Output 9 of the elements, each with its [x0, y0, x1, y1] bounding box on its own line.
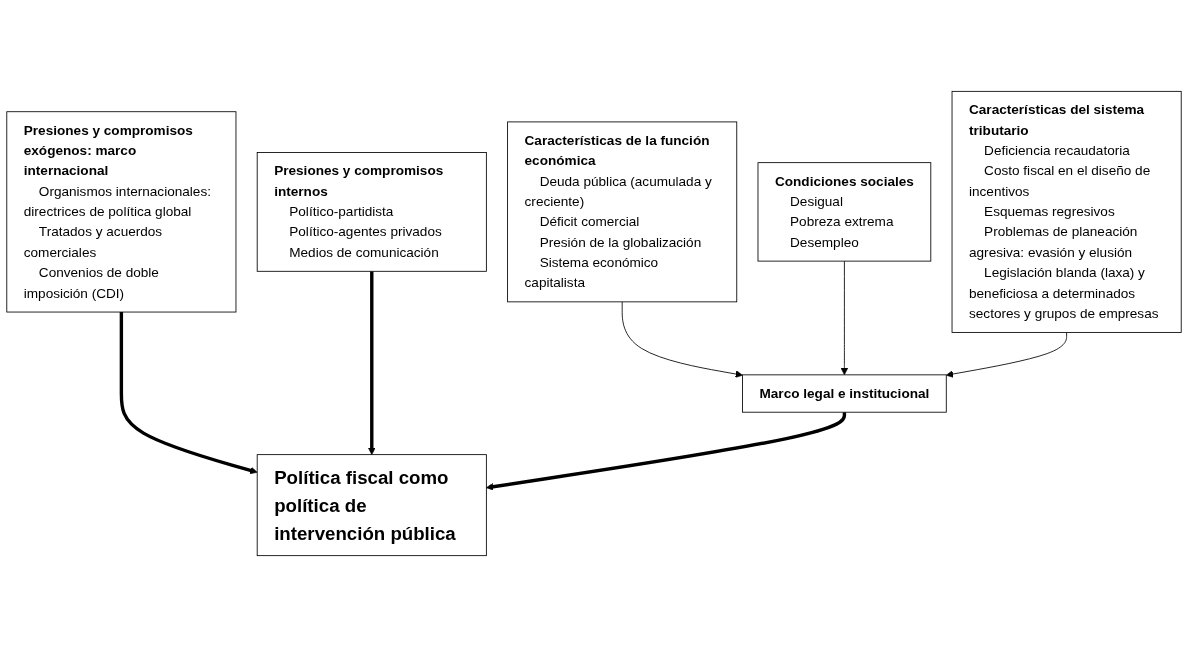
arrow — [119, 312, 258, 475]
node-box: Presiones y compromisos exógenos: marco internacional Organismos internacionales: directrices de política global Tratados y acuerdos comerciales Convenios de doble imposición (CDI) — [6, 111, 237, 313]
node-box: Presiones y compromisos internos Político-partidista Político-agentes privados Medios de comunicación — [256, 152, 487, 272]
node-box: Condiciones sociales Desigual Pobreza extrema Desempleo — [757, 162, 932, 262]
arrow — [368, 271, 376, 455]
node-box: Características de la función económica Deuda pública (acumulada y creciente) Déficit comercial Presión de la globalización Sistema económico capitalista — [507, 121, 738, 303]
node-box: Características del sistema tributario Deficiencia recaudatoria Costo fiscal en el diseño de incentivos Esquemas regresivos Problemas de planeación agresiva: evasión y elusión Legislación blanda (laxa) y beneficiosa a determinados sectores y grupos de empresas — [951, 90, 1182, 333]
node-box: Política fiscal como política de intervención pública — [256, 454, 487, 557]
node-box: Marco legal e institucional — [742, 374, 947, 413]
